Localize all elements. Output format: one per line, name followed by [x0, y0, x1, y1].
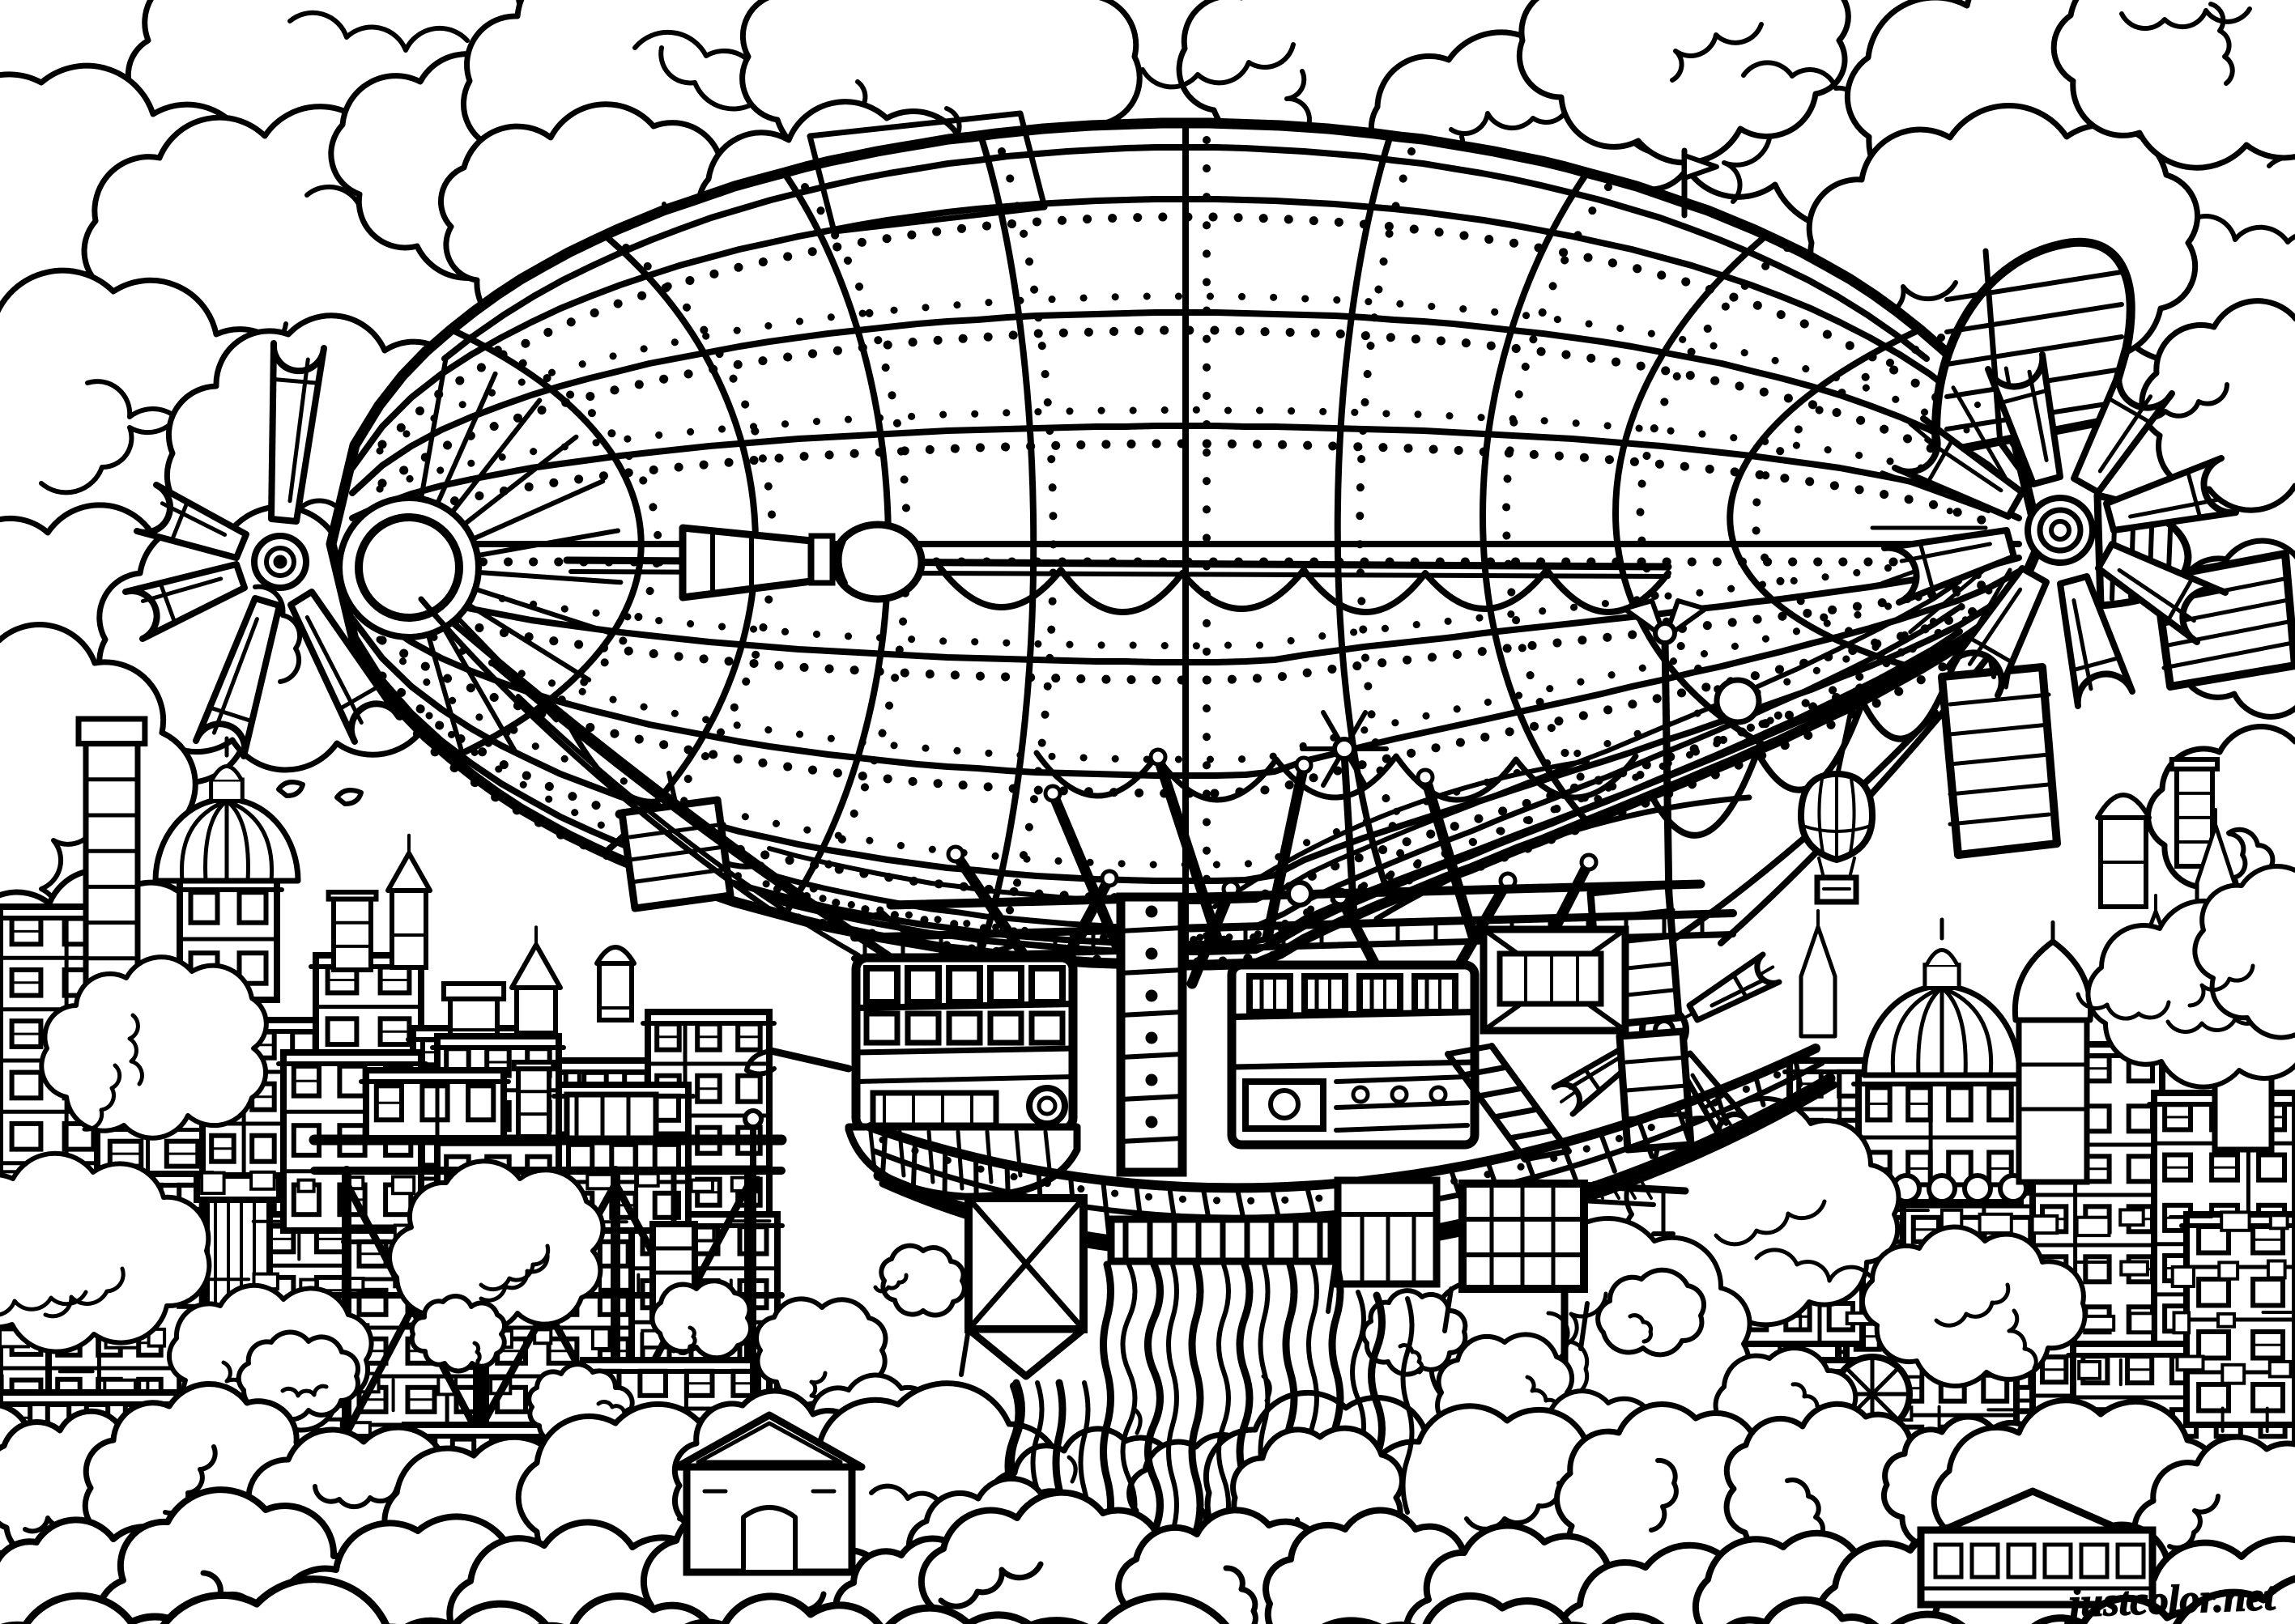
svg-text:justcolor.net: justcolor.net — [2063, 1573, 2277, 1624]
